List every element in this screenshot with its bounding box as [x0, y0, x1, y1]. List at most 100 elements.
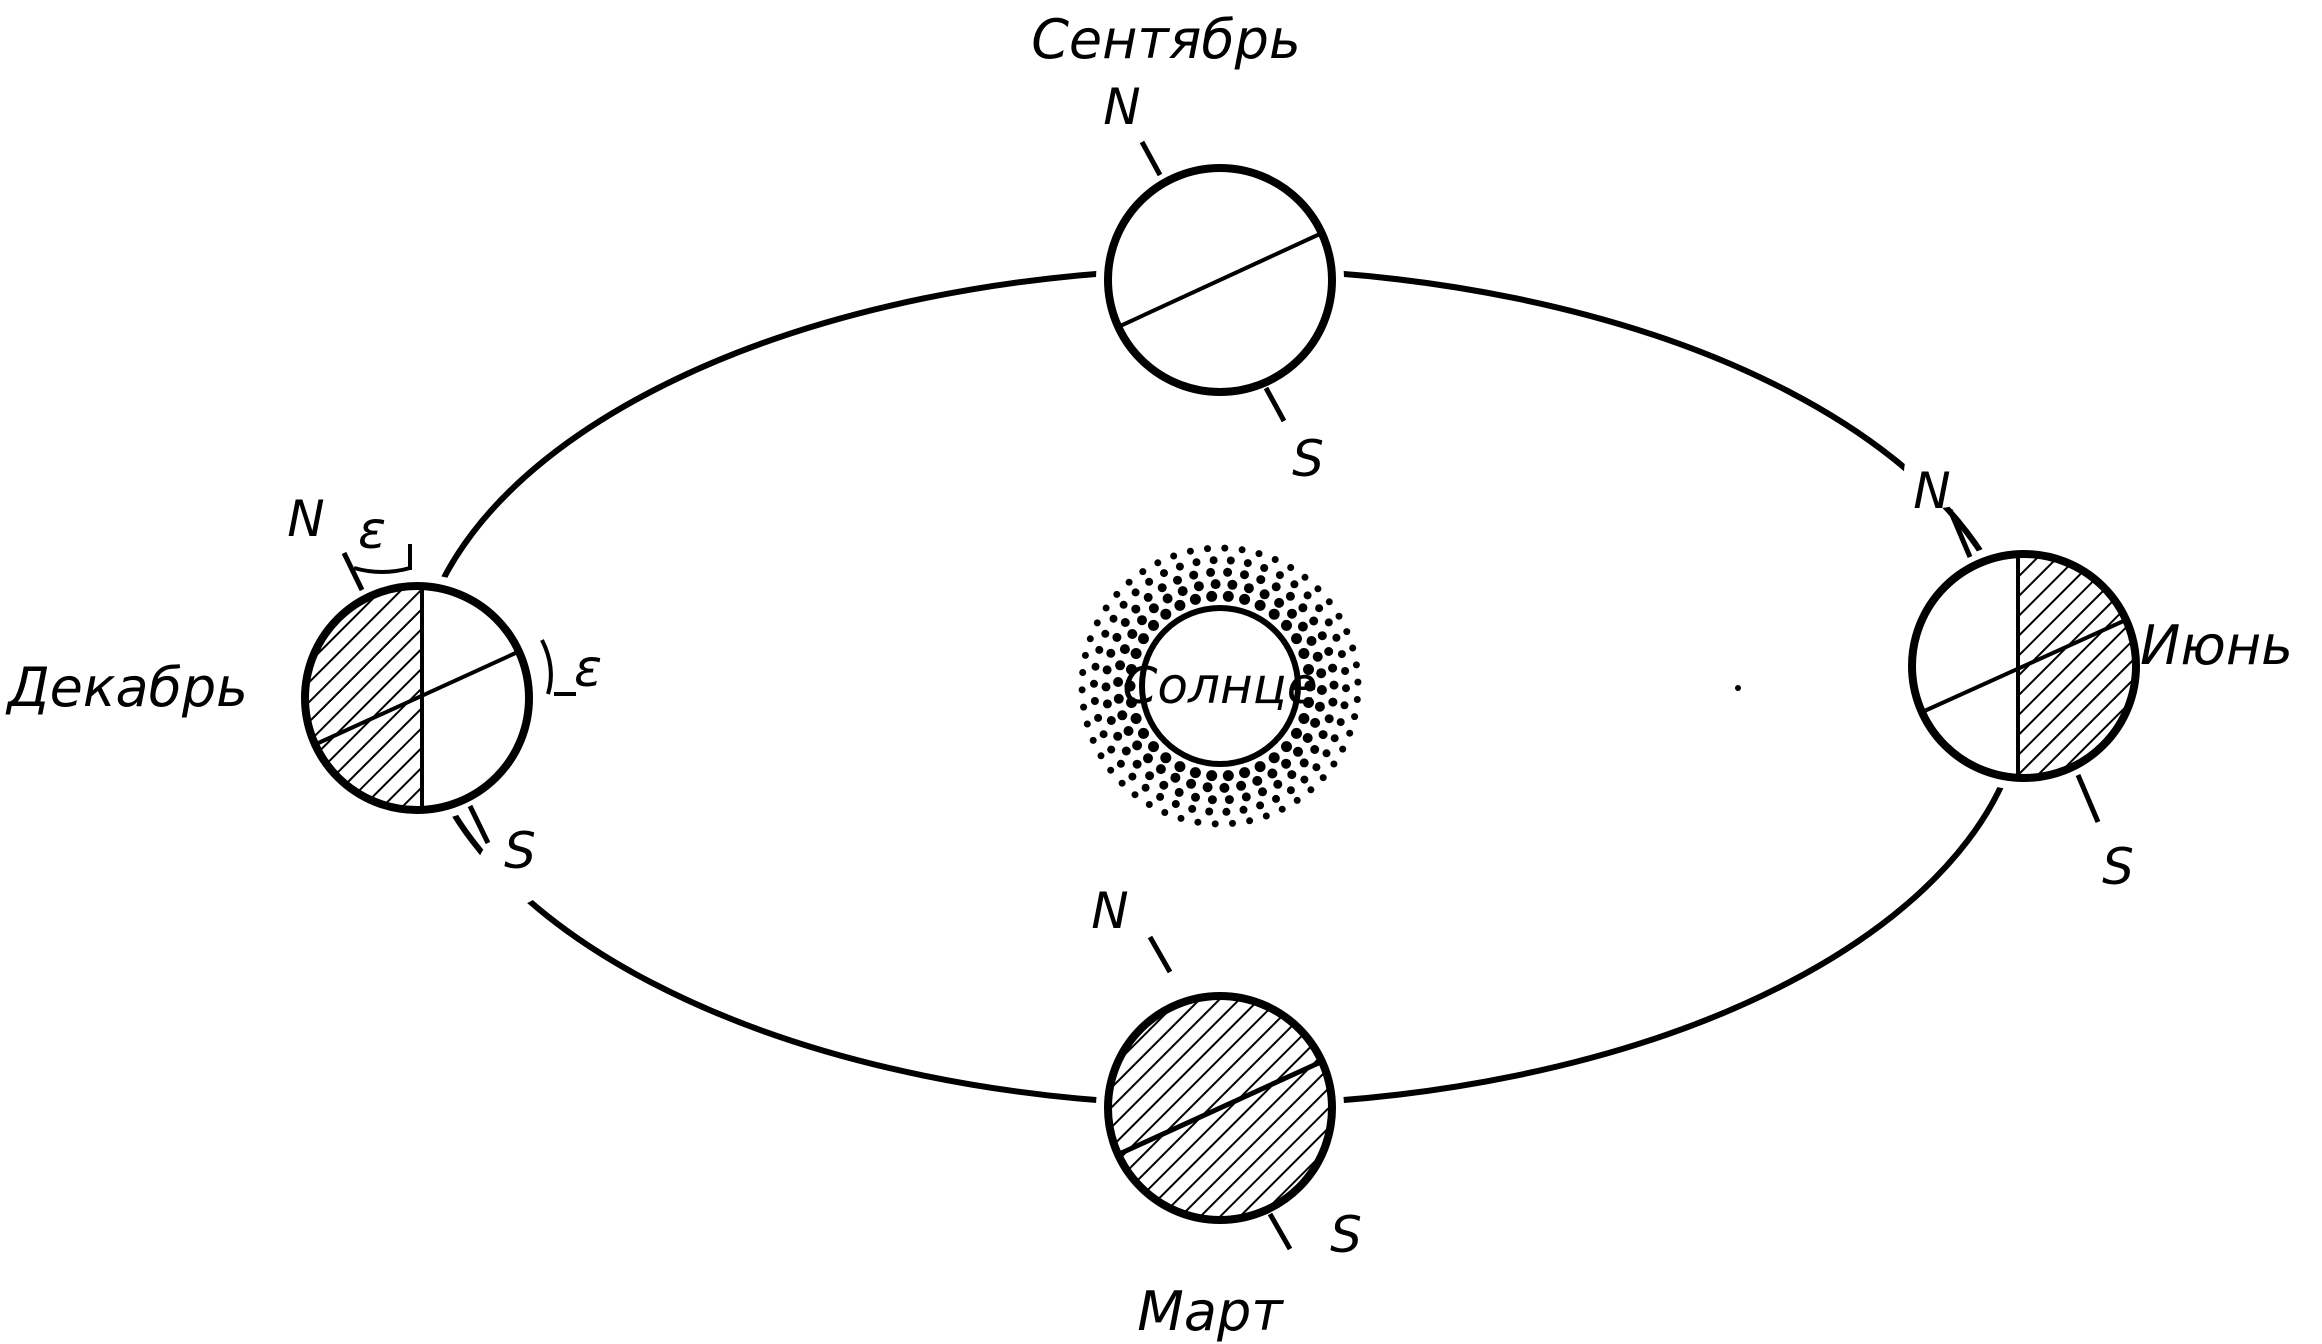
corona-dot: [1138, 727, 1149, 739]
sun-label: Солнце: [1123, 657, 1318, 715]
corona-dot: [1161, 809, 1169, 816]
corona-dot: [1106, 716, 1116, 725]
equator-line: [1117, 231, 1323, 329]
south-label: S: [1292, 430, 1324, 488]
corona-dot: [1186, 778, 1197, 789]
sun-corona: [1078, 544, 1362, 828]
corona-dot: [1127, 629, 1138, 639]
corona-dot: [1155, 764, 1166, 775]
corona-dot: [1332, 633, 1341, 642]
corona-dot: [1102, 699, 1112, 709]
corona-dot: [1126, 664, 1137, 675]
corona-dot: [1314, 585, 1322, 593]
corona-dot: [1160, 752, 1172, 764]
corona-dot: [1262, 812, 1270, 820]
corona-dot: [1316, 685, 1327, 695]
corona-dot: [1112, 632, 1122, 642]
corona-dot: [1115, 660, 1126, 671]
corona-dot: [1278, 805, 1286, 813]
corona-dot: [1291, 633, 1302, 645]
obliquity-symbol: ε: [574, 639, 602, 699]
corona-dot: [1298, 648, 1310, 659]
corona-dot: [1229, 819, 1236, 827]
corona-dot: [1174, 787, 1184, 797]
corona-dot: [1239, 805, 1248, 814]
corona-dot: [1256, 575, 1266, 585]
corona-dot: [1177, 814, 1185, 822]
corona-dot: [1239, 767, 1251, 779]
corona-dot: [1131, 588, 1140, 597]
corona-dot: [1080, 703, 1088, 711]
corona-dot: [1302, 733, 1313, 743]
corona-dot: [1138, 633, 1149, 645]
axis-north-stub: [341, 551, 365, 592]
corona-dot: [1299, 758, 1309, 768]
corona-dot: [1297, 621, 1308, 632]
corona-dot: [1093, 619, 1101, 627]
obliquity-bracket-equator: [540, 639, 576, 696]
corona-dot: [1095, 645, 1104, 654]
corona-dot: [1268, 752, 1280, 764]
corona-dot: [1102, 665, 1112, 675]
corona-dot: [1246, 817, 1254, 825]
corona-dot: [1259, 589, 1270, 600]
corona-dot: [1209, 556, 1218, 565]
corona-dot: [1349, 644, 1357, 652]
corona-dot: [1281, 619, 1292, 631]
corona-dot: [1324, 714, 1334, 724]
corona-dot: [1223, 567, 1233, 577]
corona-dot: [1130, 713, 1142, 724]
north-label: N: [287, 490, 324, 548]
corona-dot: [1132, 740, 1143, 751]
corona-dot: [1325, 598, 1333, 606]
corona-dot: [1154, 559, 1162, 567]
corona-dot: [1145, 801, 1153, 808]
corona-dot: [1293, 746, 1303, 757]
corona-dot: [1143, 592, 1153, 602]
corona-dot: [1171, 800, 1180, 808]
corona-dot: [1256, 801, 1265, 810]
axis-north-stub: [1947, 509, 1973, 558]
corona-dot: [1301, 573, 1309, 581]
corona-dot: [1107, 766, 1115, 774]
corona-dot: [1206, 770, 1218, 782]
corona-dot: [1272, 794, 1280, 803]
corona-dot: [1148, 741, 1159, 753]
corona-dot: [1328, 697, 1338, 707]
corona-dot: [1189, 570, 1199, 580]
corona-dot: [1117, 710, 1128, 721]
corona-dot: [1312, 651, 1323, 662]
corona-dot: [1206, 567, 1216, 577]
corona-dot: [1254, 599, 1266, 611]
month-label-december: Декабрь: [5, 656, 248, 719]
corona-dot: [1318, 730, 1328, 740]
corona-dot: [1354, 678, 1362, 686]
corona-dot: [1340, 701, 1349, 710]
corona-dot: [1287, 564, 1295, 571]
earth-globe: [1104, 992, 1336, 1224]
corona-dot: [1303, 591, 1312, 600]
corona-dot: [1291, 727, 1302, 739]
corona-dot: [1113, 731, 1123, 741]
corona-dot: [1099, 730, 1108, 739]
corona-dot: [1343, 628, 1351, 636]
corona-dot: [1304, 680, 1316, 692]
corona-dot: [1287, 770, 1297, 780]
corona-dot: [1342, 684, 1350, 693]
month-label-june: Июнь: [2140, 614, 2293, 677]
corona-dot: [1240, 570, 1249, 580]
corona-dot: [1119, 600, 1128, 609]
corona-dot: [1227, 579, 1238, 590]
corona-dot: [1339, 745, 1347, 753]
corona-dot: [1194, 818, 1202, 826]
corona-dot: [1189, 767, 1201, 779]
corona-dot: [1081, 651, 1089, 659]
corona-dot: [1094, 713, 1103, 722]
corona-dot: [1206, 590, 1218, 602]
corona-dot: [1352, 661, 1360, 669]
corona-dot: [1337, 650, 1346, 659]
equator-line: [313, 649, 521, 747]
month-label-march: Март: [1137, 1280, 1284, 1343]
corona-dot: [1243, 583, 1254, 594]
corona-dot: [1271, 556, 1279, 563]
